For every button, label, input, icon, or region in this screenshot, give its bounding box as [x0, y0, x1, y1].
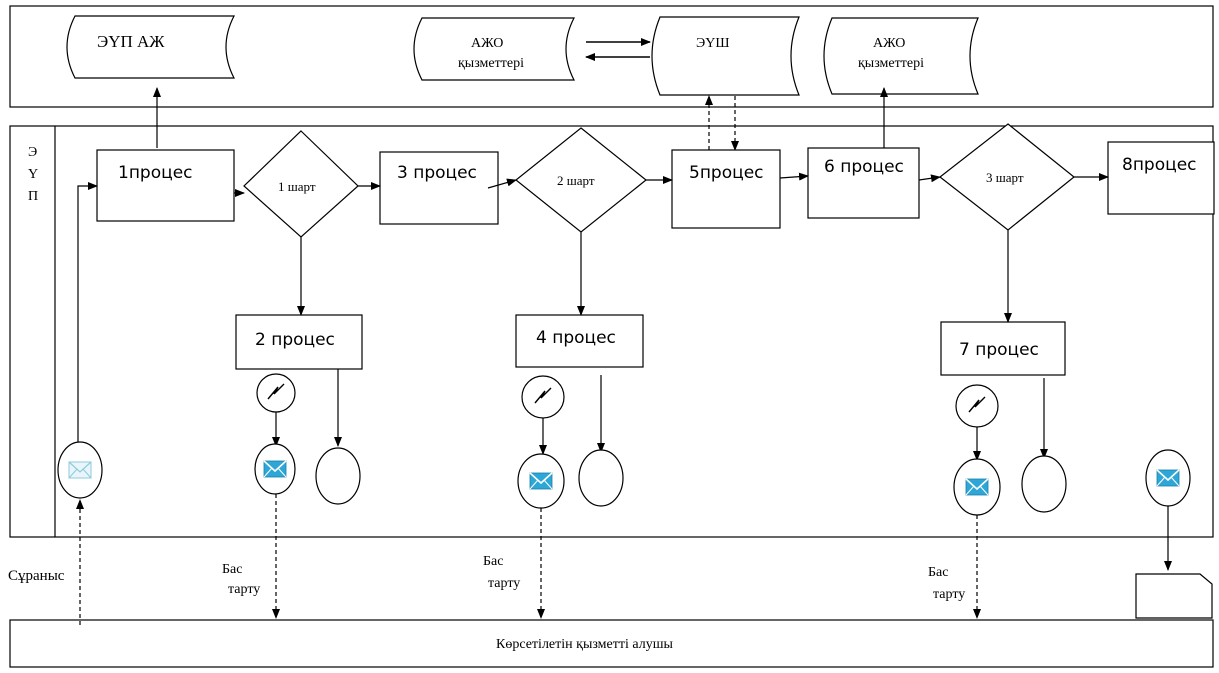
- envelope-icon: [1156, 469, 1180, 487]
- refuse-label-3-line1: Бас: [928, 565, 948, 580]
- process-5-box: [671, 149, 781, 229]
- request-message-node: [57, 441, 103, 499]
- eush-label: ЭҮШ: [696, 36, 729, 51]
- process-6-box: [807, 147, 920, 219]
- process-8-box: [1107, 141, 1215, 215]
- lane-label-1: Э: [28, 145, 37, 160]
- azho1-label-line1: АЖО: [471, 36, 503, 51]
- refuse-label-1-line2: тарту: [228, 582, 260, 597]
- p8-message-node: [1145, 449, 1191, 507]
- process-7-label: 7 процес: [959, 340, 1039, 360]
- envelope-icon: [263, 460, 287, 478]
- request-label: Сұраныс: [8, 568, 65, 584]
- eup-azh-node: ЭҮП АЖ: [66, 15, 235, 79]
- process-2-label: 2 процес: [255, 330, 335, 350]
- p7-end-node: [1021, 455, 1067, 513]
- arrow-p5-to-p6: [779, 172, 809, 181]
- p7-message-node: [953, 458, 1001, 516]
- lane-label-3: П: [28, 189, 38, 204]
- process-2-box: [235, 314, 363, 370]
- azho2-label-line2: қызметтері: [858, 56, 924, 71]
- p4-signature-node: [521, 375, 565, 419]
- service-recipient-label: Көрсетілетін қызметті алушы: [496, 637, 673, 652]
- p4-end-node: [578, 449, 624, 507]
- p2-signature-node: [256, 373, 296, 413]
- refuse-label-1-line1: Бас: [222, 562, 242, 577]
- eush-node: ЭҮШ: [651, 16, 800, 96]
- result-document: [1135, 573, 1213, 619]
- envelope-icon: [529, 472, 553, 490]
- process-4-label: 4 процес: [536, 328, 616, 348]
- condition-1-label: 1 шарт: [278, 179, 316, 194]
- process-4-box: [515, 314, 644, 368]
- arrow-p3-to-c2: [487, 178, 517, 189]
- p2-end-node: [315, 447, 361, 505]
- p4-message-node: [517, 453, 565, 509]
- arrow-request-to-p1: [77, 182, 98, 458]
- azho-services-node-2: АЖО қызметтері: [823, 17, 979, 95]
- azho2-label-line1: АЖО: [873, 36, 905, 51]
- process-7-box: [940, 321, 1066, 376]
- condition-3-label: 3 шарт: [986, 170, 1024, 185]
- azho1-label-line2: қызметтері: [458, 56, 524, 71]
- envelope-icon: [965, 478, 989, 496]
- process-5-label: 5процес: [689, 163, 764, 183]
- refuse-label-2-line1: Бас: [483, 554, 503, 569]
- process-1-label: 1процес: [118, 163, 193, 183]
- eup-azh-label: ЭҮП АЖ: [97, 32, 165, 51]
- p7-signature-node: [955, 384, 999, 428]
- process-3-label: 3 процес: [397, 163, 477, 183]
- azho-services-node-1: АЖО қызметтері: [413, 17, 575, 81]
- p2-message-node: [254, 443, 296, 495]
- envelope-icon: [68, 461, 92, 479]
- refuse-label-3-line2: тарту: [933, 587, 965, 602]
- arrow-p6-to-c3: [918, 174, 941, 183]
- process-1-box: [96, 149, 235, 222]
- lane-label-2: Ү: [28, 167, 38, 182]
- process-8-label: 8процес: [1122, 155, 1197, 175]
- bottom-lane: [9, 619, 1214, 668]
- refuse-label-2-line2: тарту: [488, 576, 520, 591]
- process-3-box: [379, 151, 499, 225]
- process-6-label: 6 процес: [824, 157, 904, 177]
- condition-2-label: 2 шарт: [557, 173, 595, 188]
